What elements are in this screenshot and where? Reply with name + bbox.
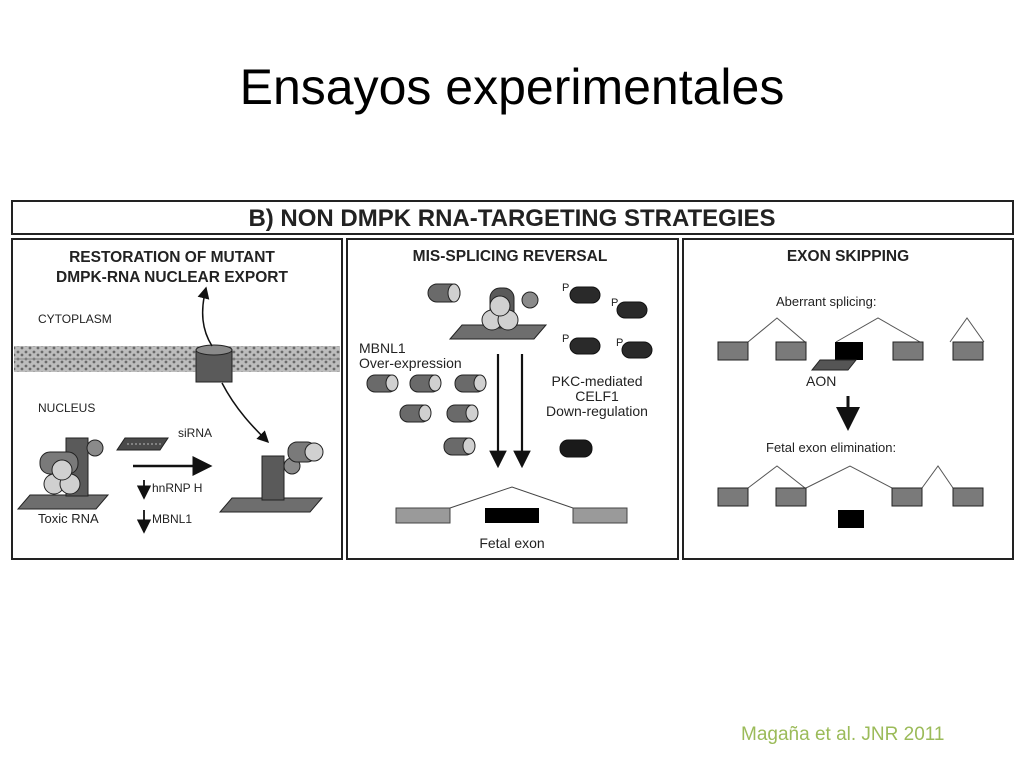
aberrant-splicing-label: Aberrant splicing: xyxy=(776,294,876,309)
phospho-label-3: P xyxy=(562,333,569,345)
toxic-rna-icon xyxy=(16,437,110,510)
aon-label: AON xyxy=(806,373,836,389)
phospho-label-1: P xyxy=(562,282,569,294)
toxic-rna-label: Toxic RNA xyxy=(38,511,99,526)
overexpression-label: Over-expression xyxy=(359,355,462,371)
hnrnp-label: hnRNP H xyxy=(152,481,202,495)
mbnl1-label-panel1: MBNL1 xyxy=(152,512,192,526)
fetal-exon-label: Fetal exon xyxy=(479,535,544,551)
nuclear-pore xyxy=(195,344,233,383)
elimination-label: Fetal exon elimination: xyxy=(766,440,896,455)
banner-box xyxy=(11,200,1014,235)
panel-skipping: EXON SKIPPING Aberrant splicing: AON Fet… xyxy=(717,248,985,528)
slide-title: Ensayos experimentales xyxy=(239,59,785,115)
panel-export-heading-line1: RESTORATION OF MUTANT xyxy=(69,249,275,266)
sirna-icon xyxy=(116,437,169,451)
nucleus-label: NUCLEUS xyxy=(38,401,95,415)
phospho-celf1-group xyxy=(569,286,653,359)
mbnl1-proteins-group xyxy=(366,374,487,456)
aberrant-splicing-diagram xyxy=(717,317,985,361)
pkc-label-line3: Down-regulation xyxy=(546,403,648,419)
fetal-exon-diagram xyxy=(395,486,628,524)
banner-title: B) NON DMPK RNA-TARGETING STRATEGIES xyxy=(248,205,775,232)
mbnl1-protein-icon xyxy=(427,283,461,303)
aon-oligo-icon xyxy=(810,359,858,371)
citation-credit: Magaña et al. JNR 2011 xyxy=(741,724,945,745)
phospho-label-2: P xyxy=(611,297,618,309)
phospho-label-4: P xyxy=(616,337,623,349)
panel-skipping-heading: EXON SKIPPING xyxy=(787,248,909,265)
panel-splicing: MIS-SPLICING REVERSAL MBNL1 Over-express… xyxy=(359,248,653,551)
fetal-exon-elimination-diagram xyxy=(717,465,984,528)
release-arrow xyxy=(221,382,270,444)
export-arrow xyxy=(197,286,213,347)
sirna-label: siRNA xyxy=(178,426,212,440)
pkc-label-line1: PKC-mediated xyxy=(551,373,642,389)
panel-splicing-heading: MIS-SPLICING REVERSAL xyxy=(413,248,608,265)
pkc-label-line2: CELF1 xyxy=(575,388,619,404)
released-rna-icon xyxy=(218,441,324,513)
celf1-protein-icon xyxy=(559,439,593,458)
panel-export-heading-line2: DMPK-RNA NUCLEAR EXPORT xyxy=(56,269,288,286)
mbnl1-rna-complex-icon xyxy=(448,287,548,340)
cytoplasm-label: CYTOPLASM xyxy=(38,312,112,326)
panel-export: RESTORATION OF MUTANT DMPK-RNA NUCLEAR E… xyxy=(14,249,340,534)
mbnl1-label-panel2: MBNL1 xyxy=(359,340,406,356)
